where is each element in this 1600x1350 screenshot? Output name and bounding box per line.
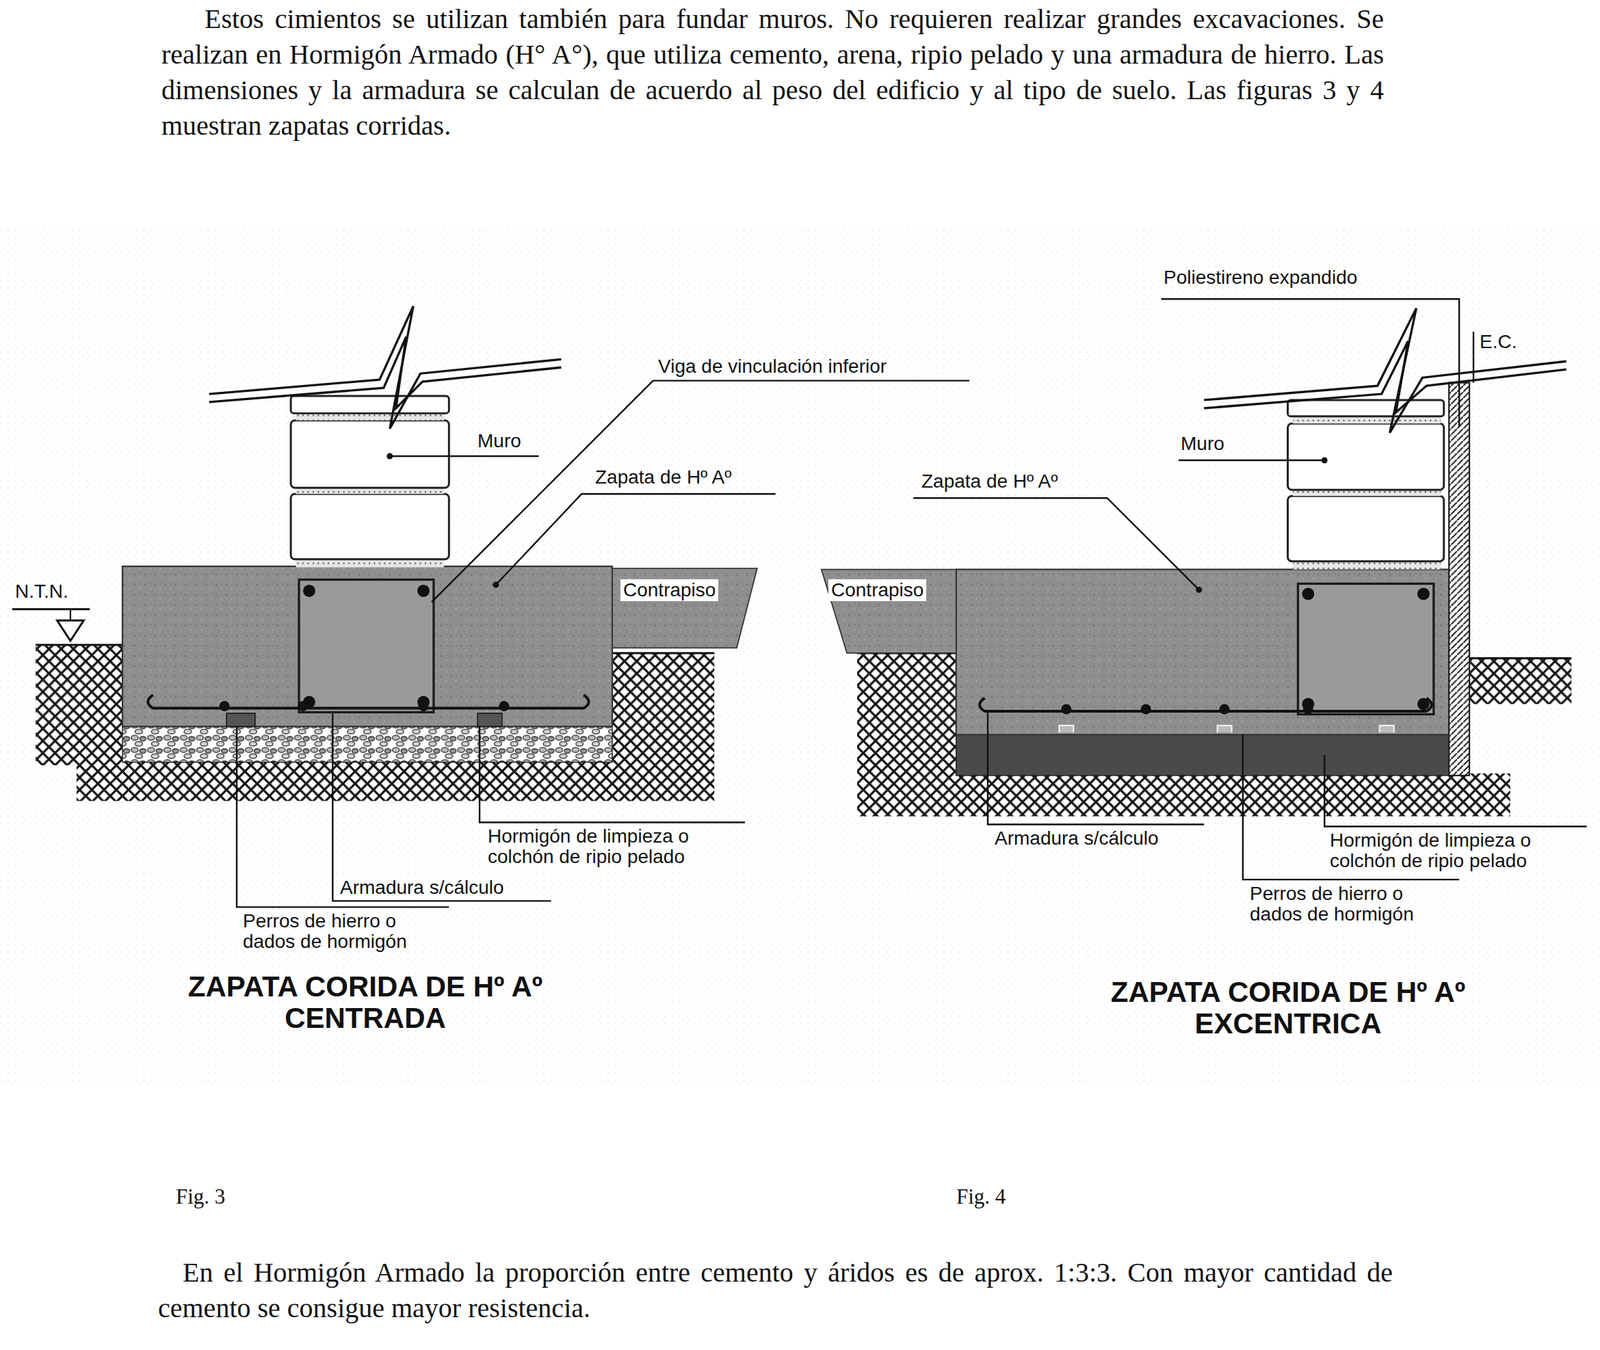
callout-label: Muro [477,430,522,452]
figure-number: Fig. 3 [175,1185,226,1209]
callout-label: Perros de hierro o dados de hormigón [242,911,428,952]
callout-label: Muro [1180,433,1225,455]
callout-label: Perros de hierro o dados de hormigón [1249,883,1435,925]
figure-number: Fig. 4 [956,1185,1006,1209]
paragraph-text: En el Hormigón Armado la proporción entr… [158,1255,1393,1327]
callout-label: N.T.N. [15,581,69,602]
callout-label: Hormigón de limpieza o colchón de ripio … [1329,830,1577,871]
figure-title: ZAPATA CORIDA DE Hº Aº CENTRADA [155,971,575,1035]
paragraph-text: Estos cimientos se utilizan también para… [161,1,1384,144]
callout-label: Armadura s/cálculo [339,877,505,899]
callout-label: Contrapiso [620,579,719,602]
callout-label: Poliestireno expandido [1163,267,1358,288]
callout-label: Viga de vinculación inferior [658,356,887,377]
callout-label: Zapata de Hº Aº [921,471,1058,492]
callout-label: Hormigón de limpieza o colchón de ripio … [487,826,734,867]
callout-label: Contrapiso [828,579,927,602]
figure-title: ZAPATA CORIDA DE Hº Aº EXCENTRICA [1078,976,1498,1040]
callout-label: Zapata de Hº Aº [595,467,732,488]
callout-label: E.C. [1479,331,1517,353]
callout-label: Armadura s/cálculo [994,828,1159,849]
